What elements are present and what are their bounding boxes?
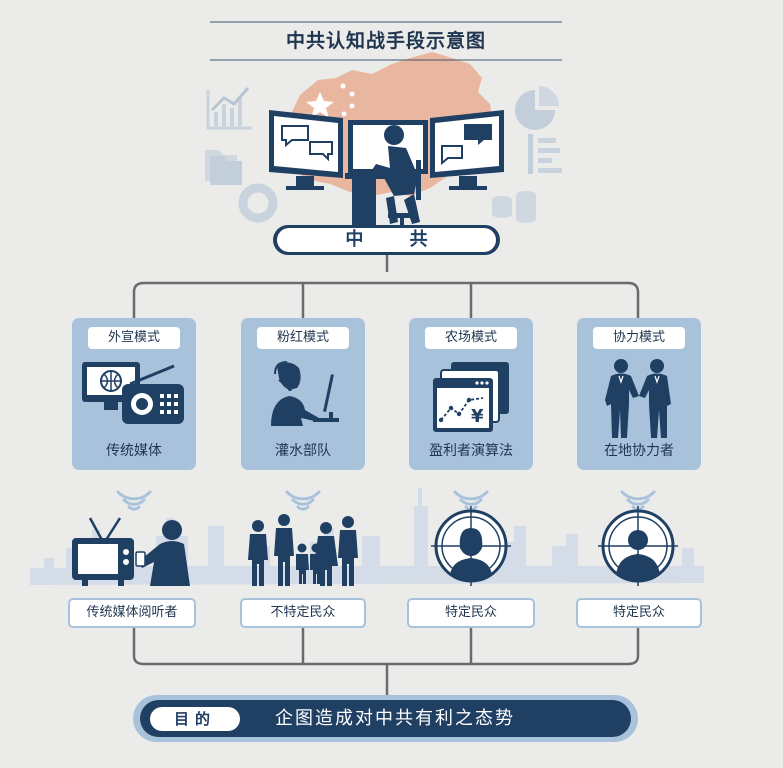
mode-tag: 粉红模式	[257, 327, 349, 349]
mode-label: 盈利者演算法	[429, 443, 513, 459]
goal-bar-inner: 目的 企图造成对中共有利之态势	[140, 700, 631, 737]
crowd-icon	[248, 514, 358, 586]
mode-panel-farm: 农场模式 ¥ 盈利者演算法	[409, 318, 533, 470]
monitor-radio-icon	[82, 362, 184, 424]
mode-label: 传统媒体	[106, 443, 162, 459]
tv-and-phone-user-icon	[72, 517, 190, 586]
algorithm-window-icon: ¥	[433, 362, 509, 432]
monitor-right-icon	[430, 110, 504, 190]
monitor-left-icon	[269, 110, 343, 190]
mode-tag: 农场模式	[425, 327, 517, 349]
flag-stars	[306, 83, 355, 118]
ccp-node: 中 共	[273, 225, 500, 255]
city-skyline	[30, 488, 704, 585]
goal-bar: 目的 企图造成对中共有利之态势	[133, 695, 638, 742]
signal-icon-1	[116, 490, 152, 511]
mode-label: 灌水部队	[275, 443, 331, 459]
typing-person-icon	[271, 361, 339, 426]
background-icons	[205, 86, 562, 223]
audience-label-specific-2: 特定民众	[576, 598, 702, 628]
ccp-label: 中 共	[277, 228, 496, 252]
handshake-icon	[605, 359, 671, 438]
mode-panel-propaganda: 外宣模式 传统媒体	[72, 318, 196, 470]
target-man-icon	[598, 506, 678, 586]
donut-chart-icon	[238, 183, 278, 223]
svg-text:¥: ¥	[471, 406, 484, 427]
goal-tag: 目的	[150, 707, 240, 731]
diagram-title: 中共认知战手段示意图	[285, 30, 486, 52]
coins-icon	[492, 191, 536, 223]
line-chart-icon	[206, 87, 252, 130]
audience-label-media: 传统媒体阅听者	[68, 598, 196, 628]
connector-lines	[132, 255, 640, 695]
goal-text: 企图造成对中共有利之态势	[275, 708, 515, 729]
signal-icon-2	[285, 490, 321, 511]
pie-chart-icon	[515, 86, 559, 130]
signal-icons	[116, 490, 656, 511]
mode-panel-collab: 协力模式 在地协力者	[577, 318, 701, 470]
mode-panel-pink: 粉红模式 灌水部队	[241, 318, 365, 470]
hacker-at-desk-icon	[345, 125, 421, 228]
document-list-icon	[528, 134, 562, 174]
mode-tag: 协力模式	[593, 327, 685, 349]
mode-label: 在地协力者	[604, 443, 674, 459]
target-woman-icon	[431, 506, 511, 586]
audience-label-general: 不特定民众	[240, 598, 366, 628]
folder-icon	[205, 150, 242, 185]
mode-tag: 外宣模式	[88, 327, 180, 349]
audience-label-specific-1: 特定民众	[407, 598, 535, 628]
